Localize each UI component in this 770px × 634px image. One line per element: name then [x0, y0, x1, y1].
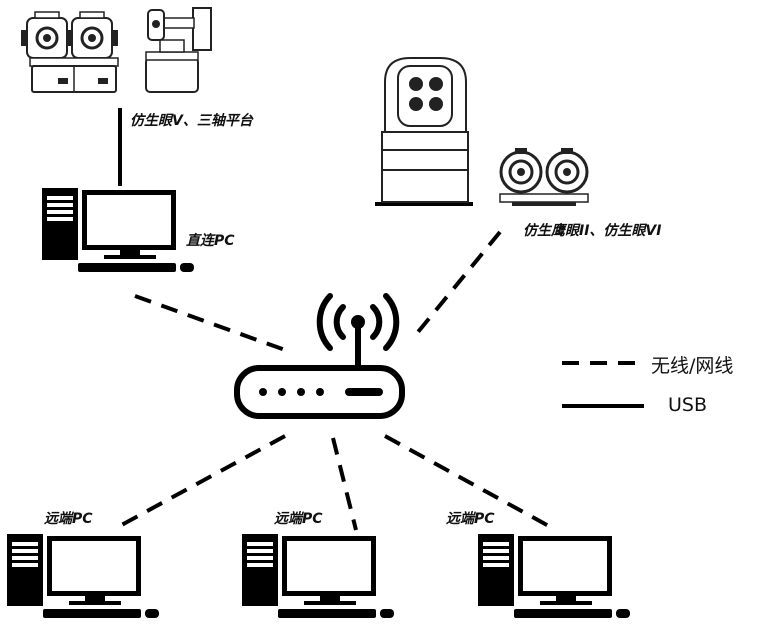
- bionic-eye-vi-device: [499, 146, 589, 206]
- wireless-router: [234, 293, 405, 419]
- remote-pc-1: [7, 534, 159, 618]
- label-direct-pc: 直连PC: [186, 233, 235, 249]
- direct-pc: [42, 188, 194, 272]
- wireless-line-direct-pc: [134, 294, 286, 352]
- legend-usb-label: USB: [668, 394, 708, 416]
- remote-pc-2: [242, 534, 394, 618]
- wireless-line-right-devices: [416, 230, 502, 334]
- legend-wireless-label: 无线/网线: [651, 355, 734, 377]
- bionic-eye-v-device: [19, 10, 120, 93]
- remote-pc-3: [478, 534, 630, 618]
- label-remote-pc-2: 远端PC: [274, 511, 323, 527]
- three-axis-gimbal-device: [145, 7, 212, 93]
- connections: [115, 108, 557, 532]
- wireless-line-remote-pc-1: [115, 434, 286, 530]
- label-remote-pc-1: 远端PC: [44, 511, 93, 527]
- label-top-devices: 仿生眼V、三轴平台: [130, 113, 253, 129]
- wireless-line-remote-pc-2: [331, 437, 358, 531]
- label-remote-pc-3: 远端PC: [446, 511, 495, 527]
- bionic-hawk-eye-ii-device: [375, 57, 473, 206]
- wireless-line-remote-pc-3: [384, 434, 557, 532]
- label-right-devices: 仿生鹰眼II、仿生眼VI: [523, 223, 662, 239]
- legend: [562, 361, 644, 408]
